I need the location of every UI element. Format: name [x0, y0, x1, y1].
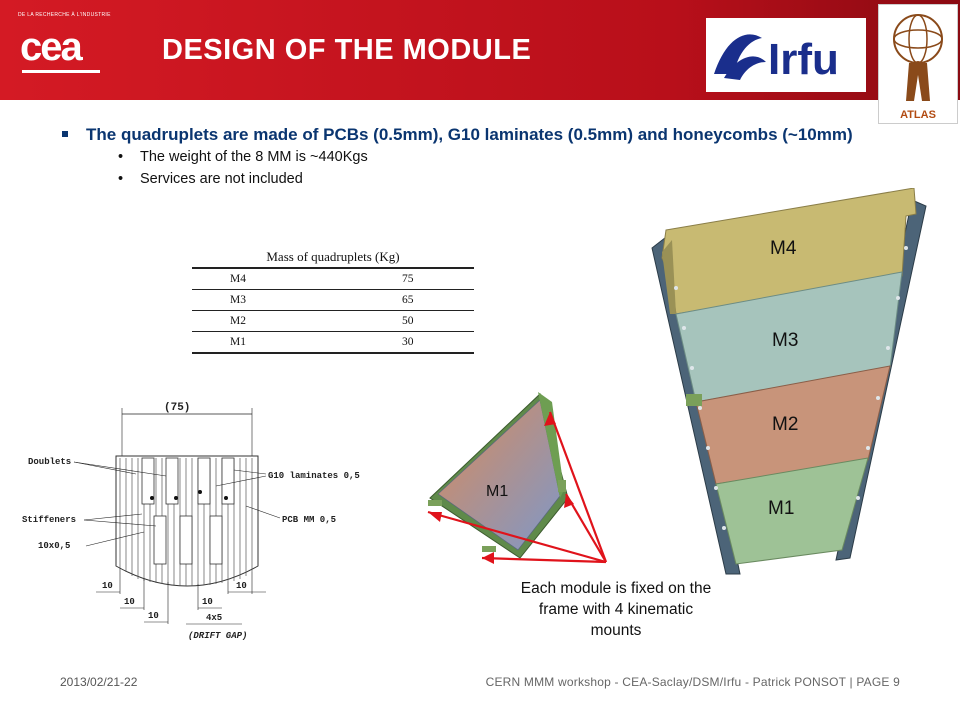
module-stack-3d-view: M4 M3 M2 M1 [651, 188, 927, 575]
sub-bullet-text: Services are not included [140, 171, 303, 187]
mounts-caption: Each module is fixed on the frame with 4… [520, 580, 712, 639]
dot-bullet-icon: • [118, 149, 124, 165]
main-bullet: The quadruplets are made of PCBs (0.5mm)… [60, 124, 860, 146]
cea-logo-text: cea [20, 25, 83, 69]
module-m1-label: M1 [768, 498, 794, 519]
module-name-cell: M2 [192, 310, 330, 332]
table-row: M2 50 [192, 310, 474, 332]
module-m1-3d-view: M1 [428, 392, 569, 559]
mass-table: Mass of quadruplets (Kg) M4 75 M3 65 M2 … [192, 245, 474, 354]
sub-bullet: • The weight of the 8 MM is ~440Kgs [60, 146, 860, 168]
module-m3-label: M3 [772, 330, 798, 351]
table-row: M3 65 [192, 289, 474, 311]
table-row: M1 30 [192, 331, 474, 354]
dim-10-e: 10 [148, 611, 159, 621]
cea-tagline: DE LA RECHERCHE À L'INDUSTRIE [18, 12, 111, 18]
mass-cell: 50 [330, 310, 474, 332]
stiffener-dimension: 10x0,5 [38, 541, 70, 551]
atlas-logo: ATLAS [878, 4, 958, 124]
mass-cell: 30 [330, 331, 474, 354]
drift-gap-label: (DRIFT GAP) [188, 631, 247, 641]
dim-10-d: 10 [202, 597, 213, 607]
mount-arrows [427, 411, 608, 564]
small-module-label: M1 [486, 483, 508, 500]
cross-section-drawing: (75) Doublets G10 laminates 0,5 Stiffene… [22, 402, 360, 641]
dim-10-b: 10 [236, 581, 247, 591]
cea-logo: cea [20, 25, 100, 73]
g10-label: G10 laminates 0,5 [268, 471, 360, 481]
module-name-cell: M4 [192, 268, 330, 290]
dot-bullet-icon: • [118, 171, 124, 187]
width-dimension: (75) [164, 402, 190, 414]
table-title: Mass of quadruplets (Kg) [192, 245, 474, 269]
sub-bullet: • Services are not included [60, 168, 860, 190]
module-m2-label: M2 [772, 414, 798, 435]
mass-cell: 75 [330, 268, 474, 290]
gap-dimension: 4x5 [206, 613, 222, 623]
atlas-logo-text: ATLAS [900, 109, 936, 121]
page-title: Design of the module [162, 34, 532, 66]
irfu-logo-text: Irfu [768, 35, 839, 84]
footer-date: 2013/02/21-22 [60, 675, 138, 689]
stiffeners-label: Stiffeners [22, 515, 76, 525]
table-header-row: Mass of quadruplets (Kg) [192, 245, 474, 269]
module-name-cell: M3 [192, 289, 330, 311]
dim-10-c: 10 [124, 597, 135, 607]
sub-bullet-text: The weight of the 8 MM is ~440Kgs [140, 149, 368, 165]
table-row: M4 75 [192, 268, 474, 290]
footer-info: CERN MMM workshop - CEA-Saclay/DSM/Irfu … [485, 675, 900, 689]
square-bullet-icon [62, 131, 68, 137]
pcb-label: PCB MM 0,5 [282, 515, 336, 525]
bullet-list: The quadruplets are made of PCBs (0.5mm)… [60, 124, 860, 190]
doublets-label: Doublets [28, 457, 71, 467]
mass-cell: 65 [330, 289, 474, 311]
irfu-logo: Irfu [706, 18, 866, 92]
module-name-cell: M1 [192, 331, 330, 354]
dim-10-a: 10 [102, 581, 113, 591]
module-m4-label: M4 [770, 238, 797, 259]
main-bullet-text: The quadruplets are made of PCBs (0.5mm)… [86, 125, 853, 144]
